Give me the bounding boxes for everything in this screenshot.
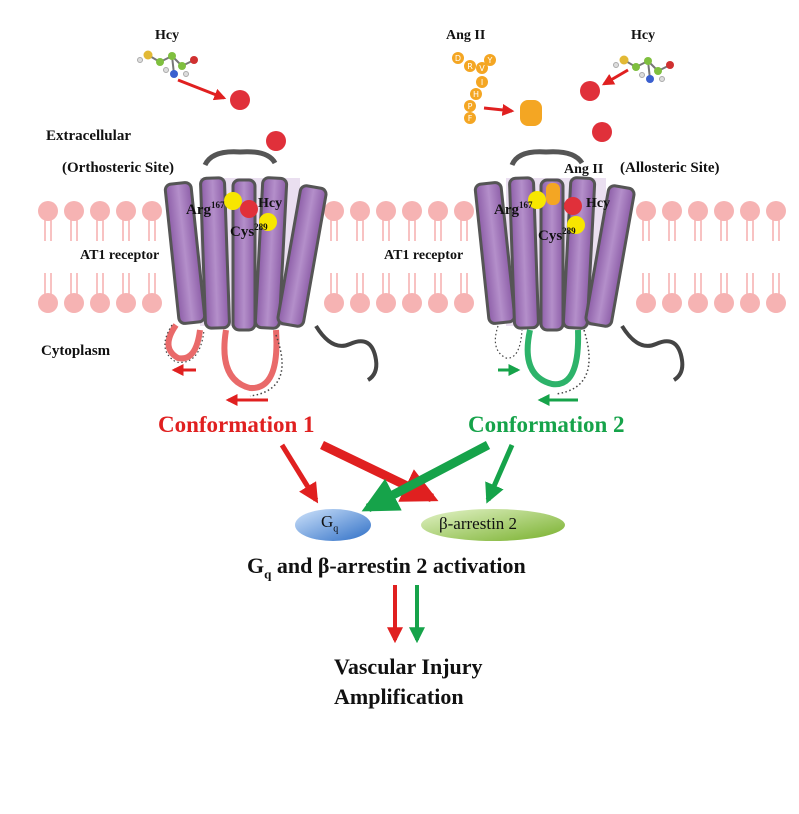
lipid-head (766, 293, 786, 313)
lipid-head (766, 201, 786, 221)
lipid-head (428, 293, 448, 313)
beta-arrestin-2-protein (421, 509, 565, 541)
peptide-residue-letter: F (468, 114, 473, 123)
outcome-line-2: Amplification (334, 684, 464, 709)
hcy-ball (266, 131, 286, 151)
lipid-head (350, 293, 370, 313)
lipid-head (116, 201, 136, 221)
lipid-head (64, 201, 84, 221)
lipid-head (662, 201, 682, 221)
hcy-bound-label-right: Hcy (586, 196, 611, 211)
cys289-label-left: Cys289 (230, 222, 268, 240)
peptide-residue (452, 52, 464, 64)
peptide-residue (476, 76, 488, 88)
conformation-1-label: Conformation 1 (158, 412, 315, 437)
hcy-molecule-right (613, 55, 674, 83)
lipid-head (662, 293, 682, 313)
lipid-head (90, 293, 110, 313)
at1-receptor-right (473, 149, 685, 406)
gq-protein (295, 509, 371, 541)
cys289-label-right: Cys289 (538, 226, 576, 244)
hcy-label-left: Hcy (155, 28, 180, 43)
lipid-head (688, 293, 708, 313)
peptide-residue (464, 100, 476, 112)
lipid-head (428, 201, 448, 221)
at1-receptor-left (163, 149, 379, 406)
at1-receptor-label-right: AT1 receptor (384, 248, 464, 263)
peptide-residue-letter: H (473, 90, 479, 99)
lipid-head (376, 293, 396, 313)
lipid-head (714, 293, 734, 313)
outcome-line-1: Vascular Injury (334, 654, 483, 679)
lipid-bilayer (38, 201, 786, 313)
lipid-head (454, 293, 474, 313)
peptide-residue-letter: P (468, 102, 473, 111)
lipid-head (64, 293, 84, 313)
arg167-label-right: Arg167 (494, 200, 533, 218)
lipid-head (38, 201, 58, 221)
hcy-conversion-arrow-right (601, 68, 629, 86)
peptide-residue (484, 54, 496, 66)
hcy-bound-label-left: Hcy (258, 196, 283, 211)
lipid-head (324, 201, 344, 221)
lipid-head (454, 201, 474, 221)
lipid-head (376, 201, 396, 221)
lipid-head (402, 293, 422, 313)
peptide-residue (464, 60, 476, 72)
lipid-head (142, 201, 162, 221)
lipid-head (116, 293, 136, 313)
lipid-head (142, 293, 162, 313)
at1-receptor-label-left: AT1 receptor (80, 248, 160, 263)
angii-label-top: Ang II (446, 28, 486, 43)
hcy-ball (592, 122, 612, 142)
extracellular-label: Extracellular (46, 128, 131, 144)
lipid-head (688, 201, 708, 221)
angii-bound-label: Ang II (564, 162, 604, 177)
peptide-residue-letter: R (467, 62, 473, 71)
pathway-arrows (279, 440, 515, 644)
angii-block (520, 100, 542, 126)
hcy-molecule-left (137, 50, 198, 78)
cytoplasm-label: Cytoplasm (41, 343, 111, 359)
lipid-head (350, 201, 370, 221)
lipid-head (714, 201, 734, 221)
beta-arrestin-2-label: β-arrestin 2 (439, 514, 518, 533)
lipid-head (740, 293, 760, 313)
allosteric-site-label: (Allosteric Site) (620, 160, 720, 176)
peptide-residue (470, 88, 482, 100)
hcy-ball (580, 81, 600, 101)
peptide-residue-letter: Y (487, 56, 493, 65)
peptide-residue (476, 62, 488, 74)
lipid-head (740, 201, 760, 221)
hcy-label-right: Hcy (631, 28, 656, 43)
peptide-residue-letter: V (479, 64, 485, 73)
lipid-head (402, 201, 422, 221)
peptide-residue-letter: D (455, 54, 461, 63)
lipid-head (636, 293, 656, 313)
peptide-residue-letter: I (481, 78, 483, 87)
arg167-label-left: Arg167 (186, 200, 225, 218)
hcy-conversion-arrow-left (177, 78, 227, 101)
hcy-ball (230, 90, 250, 110)
lipid-head (38, 293, 58, 313)
conformation-2-label: Conformation 2 (468, 412, 625, 437)
peptide-residue (464, 112, 476, 124)
gq-label: Gq (321, 512, 339, 535)
lipid-head (636, 201, 656, 221)
angii-conversion-arrow (483, 104, 515, 116)
orthosteric-site-label: (Orthosteric Site) (62, 160, 175, 176)
activation-label: Gq and β-arrestin 2 activation (247, 553, 526, 582)
lipid-head (90, 201, 110, 221)
lipid-head (324, 293, 344, 313)
